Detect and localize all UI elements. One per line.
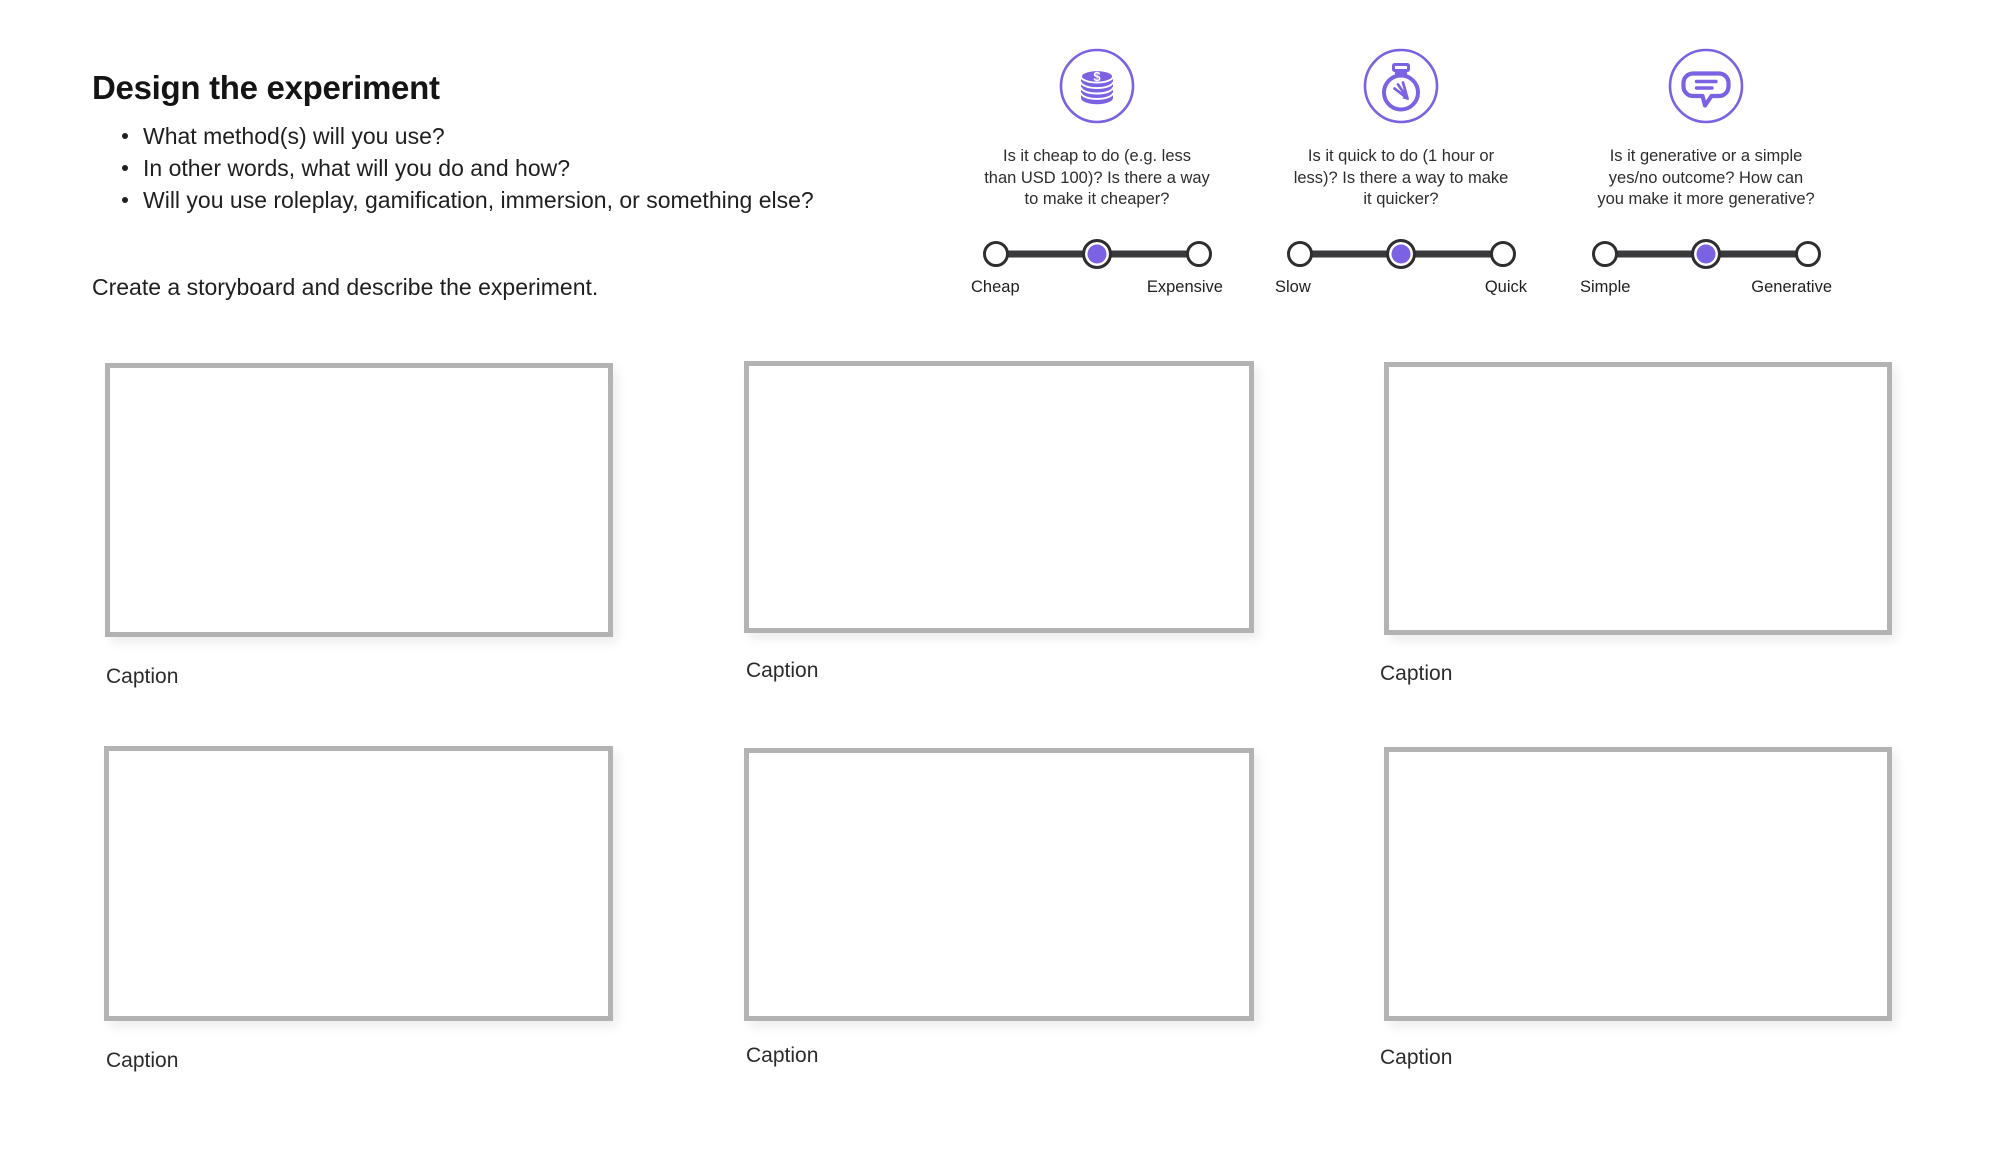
dollar-glyph: $: [1093, 69, 1101, 84]
slow-quick-slider[interactable]: [1286, 238, 1516, 269]
criterion-question-generative: Is it generative or a simple yes/no outc…: [1597, 147, 1815, 208]
slider-label-max: Quick: [1484, 277, 1527, 296]
frame-caption[interactable]: Caption: [106, 665, 179, 688]
bullet-item: What method(s) will you use?: [117, 120, 814, 152]
frame-caption[interactable]: Caption: [1380, 1046, 1453, 1069]
bullet-item: Will you use roleplay, gamification, imm…: [117, 184, 814, 216]
criterion-question-cost: Is it cheap to do (e.g. less than USD 10…: [984, 147, 1210, 208]
slider-label-max: Expensive: [1146, 277, 1223, 296]
slider-stop-right[interactable]: [1185, 240, 1212, 267]
slider-stop-right[interactable]: [1794, 240, 1821, 267]
coins-icon: $: [1058, 47, 1136, 125]
cheap-expensive-slider[interactable]: [982, 238, 1212, 269]
slider-stop-right[interactable]: [1489, 240, 1516, 267]
criterion-column-generative: Is it generative or a simple yes/no outc…: [1580, 47, 1832, 297]
storyboard-frame[interactable]: [744, 361, 1254, 633]
slider-handle[interactable]: [1691, 238, 1721, 269]
criterion-column-cost: $ Is it cheap to do (e.g. less than USD …: [971, 47, 1223, 297]
bullet-list: What method(s) will you use? In other wo…: [117, 120, 814, 216]
storyboard-instruction: Create a storyboard and describe the exp…: [92, 274, 599, 300]
criterion-question-speed: Is it quick to do (1 hour or less)? Is t…: [1293, 147, 1509, 208]
speech-bubble-icon: [1667, 47, 1745, 125]
slider-label-min: Simple: [1580, 277, 1631, 296]
frame-caption[interactable]: Caption: [106, 1049, 179, 1072]
frame-caption[interactable]: Caption: [746, 659, 819, 682]
bullet-item: In other words, what will you do and how…: [117, 152, 814, 184]
slider-label-min: Slow: [1275, 277, 1311, 296]
criterion-column-speed: Is it quick to do (1 hour or less)? Is t…: [1275, 47, 1527, 297]
frame-caption[interactable]: Caption: [1380, 662, 1453, 685]
storyboard-frame[interactable]: [1384, 362, 1892, 635]
slider-label-max: Generative: [1751, 277, 1832, 296]
storyboard-frame[interactable]: [744, 748, 1254, 1021]
slider-label-min: Cheap: [971, 277, 1020, 296]
slider-handle[interactable]: [1386, 238, 1416, 269]
simple-generative-slider[interactable]: [1591, 238, 1821, 269]
page-title: Design the experiment: [92, 69, 440, 107]
slider-handle[interactable]: [1082, 238, 1112, 269]
frame-caption[interactable]: Caption: [746, 1044, 819, 1067]
slider-labels: Cheap Expensive: [971, 278, 1223, 297]
slider-stop-left[interactable]: [1286, 240, 1313, 267]
storyboard-frame[interactable]: [105, 363, 613, 637]
stopwatch-icon: [1362, 47, 1440, 125]
storyboard-frame[interactable]: [1384, 747, 1892, 1021]
slider-stop-left[interactable]: [982, 240, 1009, 267]
slider-labels: Slow Quick: [1275, 278, 1527, 297]
slider-labels: Simple Generative: [1580, 278, 1832, 297]
slider-stop-left[interactable]: [1591, 240, 1618, 267]
storyboard-frame[interactable]: [104, 746, 613, 1021]
